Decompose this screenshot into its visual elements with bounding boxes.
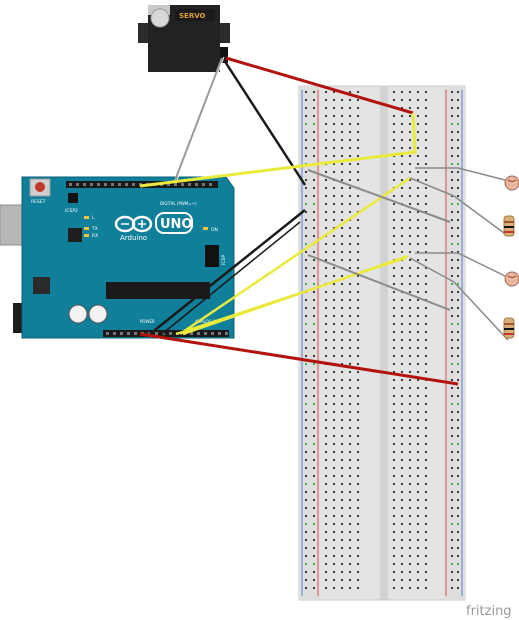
arduino-brand-text: Arduino [120, 234, 147, 242]
uno-logo-text: UNO [160, 217, 193, 232]
breadboard [298, 85, 466, 601]
tx-label: TX [91, 226, 98, 232]
resistor-1 [453, 195, 515, 237]
atmega-chip [106, 282, 210, 299]
icsp-label: ICSP [221, 255, 227, 265]
servo-ground-wire [222, 59, 307, 186]
sensors [453, 167, 519, 341]
power-label: POWER [140, 319, 155, 324]
analog-yellow-wire-3 [175, 257, 407, 335]
digital-label: DIGITAL (PWM=~) [160, 201, 197, 206]
power-analog-header [103, 330, 229, 337]
on-label: ON [211, 227, 218, 233]
photoresistor-2 [457, 252, 519, 287]
rx-label: RX [92, 233, 98, 239]
regulator [33, 277, 50, 294]
arduino-logo [114, 215, 153, 233]
gray-jumper-2 [307, 254, 451, 311]
resistor-2 [453, 281, 515, 341]
capacitor-2 [88, 304, 108, 324]
ground-wire-1 [149, 209, 306, 335]
servo-power-wire [225, 56, 414, 115]
digital-header-pins [69, 183, 212, 186]
analog-label: ANALOG IN [195, 319, 217, 324]
usb-chip [68, 228, 82, 242]
analog-yellow-wire-1 [179, 176, 411, 336]
icsp2-label: ICSP2 [65, 208, 78, 214]
l-label: L [92, 215, 95, 221]
digital-yellow-wire [139, 112, 417, 188]
wires [139, 56, 459, 386]
gray-jumper-1 [307, 169, 451, 223]
servo-label-box [175, 9, 215, 21]
fritzing-watermark: fritzing [466, 604, 512, 619]
servo-label: SERVO [179, 12, 206, 20]
photoresistor-1 [457, 167, 519, 191]
servo-motor: SERVO [138, 5, 230, 72]
icsp-header [205, 245, 219, 267]
reset-label: RESET [31, 199, 46, 205]
capacitor-1 [68, 304, 88, 324]
servo-signal-wire [173, 57, 223, 184]
ground-wire-2 [161, 221, 301, 335]
breadboard-holes [305, 91, 459, 589]
vcc-red-wire [139, 332, 459, 386]
arduino-uno-board: RESET ICSP2 DIGITAL (PWM=~) L TX RX UNO … [0, 176, 235, 339]
